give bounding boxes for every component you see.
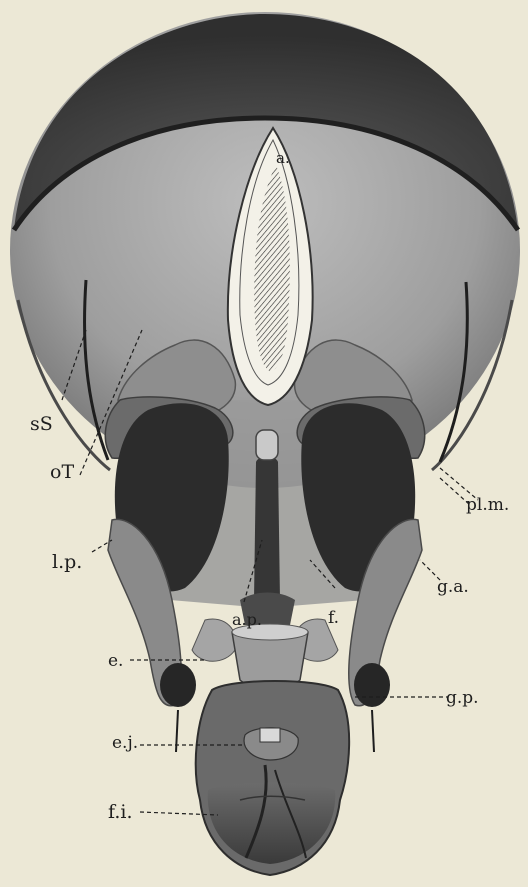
label-ap: a.p. bbox=[232, 610, 262, 629]
label-ot: oT bbox=[50, 461, 74, 483]
label-e: e. bbox=[108, 651, 123, 671]
bottom-capsule bbox=[196, 681, 349, 875]
collar bbox=[232, 624, 308, 688]
label-plm: pl.m. bbox=[466, 495, 509, 515]
label-fi: f.i. bbox=[108, 801, 133, 823]
label-ss: sS bbox=[30, 413, 53, 435]
label-ej: e.j. bbox=[112, 733, 138, 753]
label-a: a. bbox=[276, 149, 290, 167]
label-gp: g.p. bbox=[446, 688, 479, 708]
label-lp: l.p. bbox=[52, 551, 82, 573]
label-f: f. bbox=[328, 608, 339, 628]
label-ga: g.a. bbox=[437, 577, 469, 597]
